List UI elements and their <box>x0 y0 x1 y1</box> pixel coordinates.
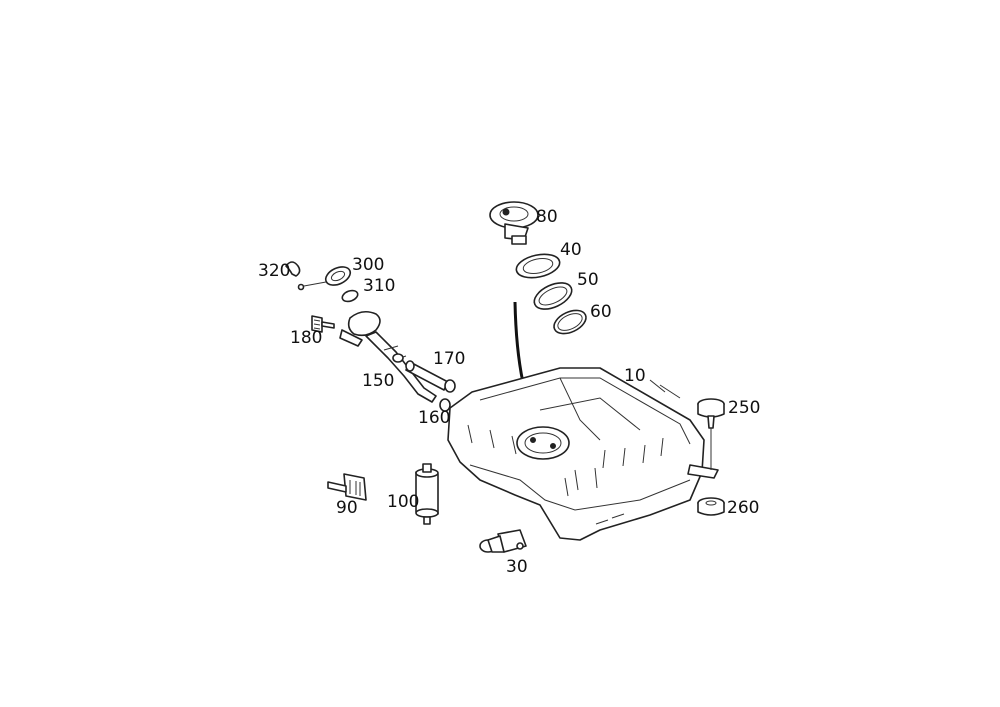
callout-320: 320 <box>258 261 290 281</box>
callout-60: 60 <box>590 302 612 322</box>
part-320-clip[interactable] <box>285 261 301 277</box>
part-150-filler-neck[interactable] <box>339 310 437 403</box>
part-60-o-ring[interactable] <box>550 306 589 338</box>
part-50-lock-ring[interactable] <box>530 278 576 315</box>
part-100-fuel-pump[interactable] <box>415 463 439 525</box>
callout-300: 300 <box>352 255 384 275</box>
part-30-sensor[interactable] <box>479 529 527 553</box>
callout-250: 250 <box>728 398 760 418</box>
part-250-mount[interactable] <box>697 398 725 470</box>
callout-labels: 80 40 50 60 320 300 310 180 170 150 160 … <box>258 207 760 577</box>
callout-310: 310 <box>363 276 395 296</box>
callout-90: 90 <box>336 498 358 518</box>
part-260-rubber-pad[interactable] <box>697 497 725 516</box>
callout-180: 180 <box>290 328 322 348</box>
part-310-seal[interactable] <box>341 289 359 304</box>
callout-40: 40 <box>560 240 582 260</box>
callout-50: 50 <box>577 270 599 290</box>
part-170-hose[interactable] <box>405 360 456 393</box>
callout-160: 160 <box>418 408 450 428</box>
callout-100: 100 <box>387 492 419 512</box>
part-180-screw[interactable] <box>311 315 335 333</box>
part-160-ring[interactable] <box>439 398 451 412</box>
callout-170: 170 <box>433 349 465 369</box>
part-300-filler-cap[interactable] <box>297 263 354 291</box>
callout-80: 80 <box>536 207 558 227</box>
callout-30: 30 <box>506 557 528 577</box>
part-80-sender-flange[interactable] <box>489 201 539 245</box>
callout-10: 10 <box>624 366 646 386</box>
callout-260: 260 <box>727 498 759 518</box>
part-10-fuel-tank[interactable] <box>447 367 719 541</box>
part-90-bracket[interactable] <box>327 473 367 501</box>
part-40-seal-ring[interactable] <box>514 251 562 282</box>
callout-150: 150 <box>362 371 394 391</box>
